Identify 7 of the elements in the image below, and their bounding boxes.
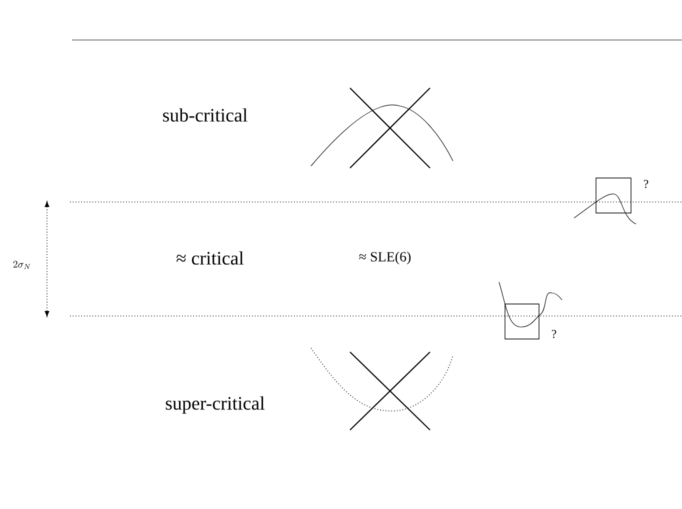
- region-label: ≈ SLE(6): [359, 252, 411, 264]
- region-label: sub-critical: [163, 108, 248, 122]
- region-label: ?: [552, 330, 556, 338]
- region-label: ?: [644, 180, 648, 188]
- dimension-label: $2\sigma_N$: [13, 260, 30, 269]
- region-label: super-critical: [166, 396, 265, 414]
- region-label: ≈ critical: [176, 251, 244, 265]
